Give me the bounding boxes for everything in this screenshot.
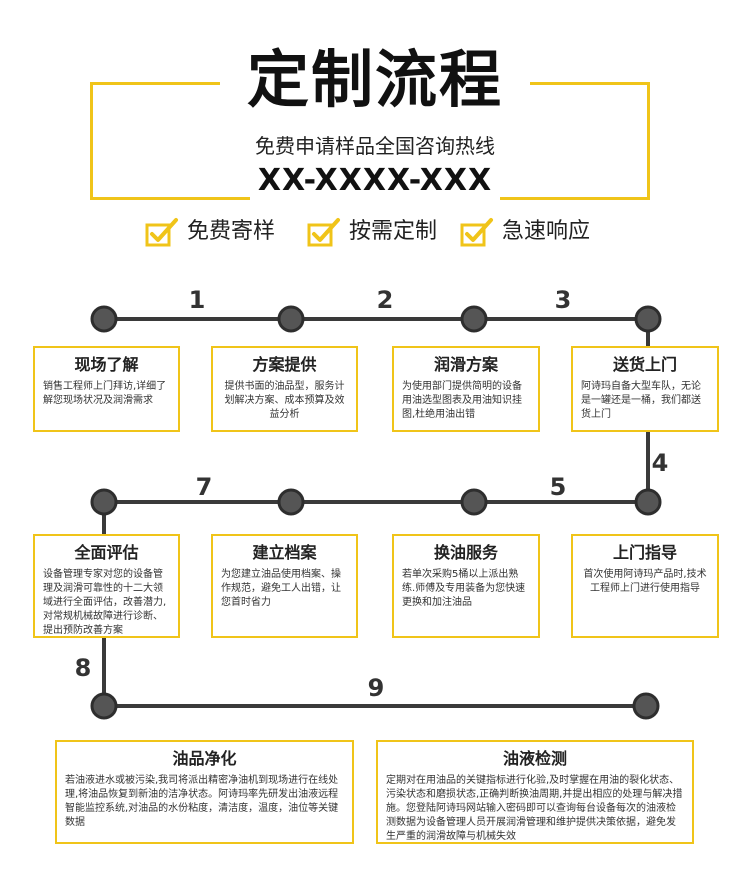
- flow-node: [632, 692, 660, 720]
- flow-connector-lines: [102, 317, 650, 708]
- step-card-oil-purification: 油品净化 若油液进水或被污染,我司将派出精密净油机到现场进行在线处理,将油品恢复…: [55, 740, 354, 844]
- check-icon: [460, 218, 493, 247]
- flow-node: [90, 488, 118, 516]
- card-title: 现场了解: [74, 355, 139, 374]
- step-card-lubrication-plan: 润滑方案 为使用部门提供简明的设备用油选型图表及用油知识挂图,杜绝用油出错: [392, 346, 540, 432]
- page-subtitle: 免费申请样品全国咨询热线: [255, 134, 495, 158]
- card-description: 阿诗玛自备大型车队，无论是一罐还是一桶，我们都送货上门: [581, 381, 701, 420]
- step-card-records: 建立档案 为您建立油品使用档案、操作规范，避免工人出错，让您首时省力: [211, 534, 358, 638]
- flow-node: [460, 305, 488, 333]
- step-number: 3: [554, 286, 572, 314]
- card-description: 设备管理专家对您的设备管理及润滑可靠性的十二大领域进行全面评估，改善潜力,对常规…: [43, 569, 167, 636]
- check-icon: [145, 218, 178, 247]
- hotline-number: XX-XXXX-XXX: [250, 160, 500, 202]
- step-card-oil-testing: 油液检测 定期对在用油品的关键指标进行化验,及时掌握在用油的裂化状态、污染状态和…: [376, 740, 694, 844]
- step-number: 9: [367, 674, 385, 702]
- step-card-site-survey: 现场了解 销售工程师上门拜访,详细了解您现场状况及润滑需求: [33, 346, 180, 432]
- step-number: 5: [549, 473, 567, 501]
- card-title: 方案提供: [252, 355, 317, 374]
- page-title: 定制流程: [220, 40, 530, 120]
- card-title: 换油服务: [433, 543, 498, 562]
- card-title: 送货上门: [612, 355, 677, 374]
- step-number: 7: [195, 473, 213, 501]
- card-description: 提供书面的油品型，服务计划解决方案、成本预算及效益分析: [224, 381, 345, 420]
- badge-label: 免费寄样: [187, 219, 276, 244]
- flow-node: [460, 488, 488, 516]
- card-title: 油液检测: [502, 749, 567, 768]
- card-title: 全面评估: [74, 543, 139, 562]
- card-description: 销售工程师上门拜访,详细了解您现场状况及润滑需求: [43, 381, 167, 406]
- card-description: 为使用部门提供简明的设备用油选型图表及用油知识挂图,杜绝用油出错: [402, 381, 522, 420]
- step-number: 2: [376, 286, 394, 314]
- step-card-assessment: 全面评估 设备管理专家对您的设备管理及润滑可靠性的十二大领域进行全面评估，改善潜…: [33, 534, 180, 638]
- card-title: 油品净化: [172, 749, 237, 768]
- flow-node: [277, 305, 305, 333]
- card-description: 定期对在用油品的关键指标进行化验,及时掌握在用油的裂化状态、污染状态和磨损状态,…: [386, 775, 683, 842]
- step-card-delivery: 送货上门 阿诗玛自备大型车队，无论是一罐还是一桶，我们都送货上门: [571, 346, 719, 432]
- flow-node: [90, 692, 118, 720]
- step-card-onsite-guidance: 上门指导 首次使用阿诗玛产品时,技术工程师上门进行使用指导: [571, 534, 719, 638]
- step-card-oil-change: 换油服务 若单次采购5桶以上派出熟练.师傅及专用装备为您快速更换和加注油品: [392, 534, 540, 638]
- flow-node: [634, 488, 662, 516]
- check-icon: [307, 218, 340, 247]
- flow-nodes: [90, 305, 662, 720]
- card-title: 建立档案: [252, 543, 317, 562]
- badge-fast-response: 急速响应: [460, 212, 590, 252]
- step-number: 4: [651, 449, 669, 477]
- step-number: 8: [74, 654, 92, 682]
- card-description: 首次使用阿诗玛产品时,技术工程师上门进行使用指导: [583, 569, 707, 594]
- badge-label: 急速响应: [502, 219, 591, 244]
- flow-node: [634, 305, 662, 333]
- flow-node: [277, 488, 305, 516]
- card-description: 为您建立油品使用档案、操作规范，避免工人出错，让您首时省力: [221, 569, 341, 608]
- card-title: 润滑方案: [433, 355, 498, 374]
- step-number: 1: [188, 286, 206, 314]
- step-card-proposal: 方案提供 提供书面的油品型，服务计划解决方案、成本预算及效益分析: [211, 346, 358, 432]
- card-description: 若单次采购5桶以上派出熟练.师傅及专用装备为您快速更换和加注油品: [402, 569, 526, 608]
- badge-free-sample: 免费寄样: [145, 212, 275, 252]
- card-description: 若油液进水或被污染,我司将派出精密净油机到现场进行在线处理,将油品恢复到新油的洁…: [65, 775, 339, 828]
- badge-custom: 按需定制: [307, 212, 437, 252]
- card-title: 上门指导: [612, 543, 677, 562]
- flow-node: [90, 305, 118, 333]
- badge-label: 按需定制: [349, 219, 438, 244]
